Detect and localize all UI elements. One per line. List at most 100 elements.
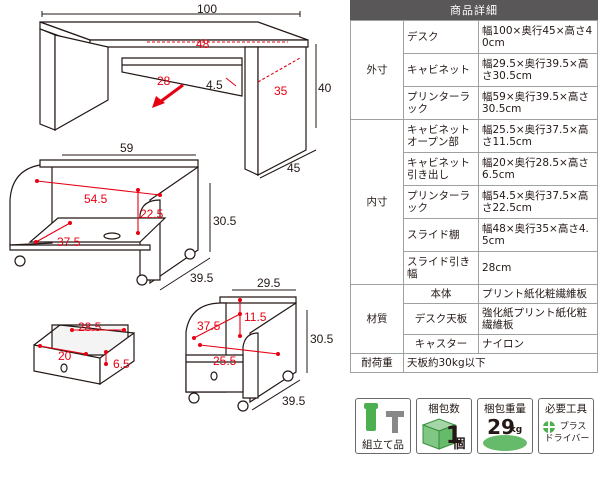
load-label: 耐荷重 <box>350 353 404 373</box>
assembly-label: 組立て品 <box>362 439 404 451</box>
rack-height-label: 30.5 <box>213 214 237 228</box>
row-item: 本体 <box>403 284 479 304</box>
load-value: 天板約30kg以下 <box>403 353 598 373</box>
row-value: 幅54.5×奥行37.5×高さ22.5cm <box>478 185 598 219</box>
desk-width-label: 100 <box>197 2 217 16</box>
table-row: デスク天板 強化紙プリント紙化粧繊維板 <box>351 303 598 335</box>
rack-top <box>39 159 199 168</box>
cabinet-inner-height-label: 11.5 <box>244 310 267 324</box>
row-item: デスク <box>403 20 479 54</box>
caster-wheel <box>237 400 249 412</box>
table-row: キャスター ナイロン <box>351 334 598 354</box>
slide-depth-label: 35 <box>274 84 288 98</box>
table-row: 材質 本体 プリント紙化粧繊維板 <box>350 284 598 354</box>
cabinet-drawer-drawing <box>33 324 135 386</box>
desk-right-leg <box>244 46 259 176</box>
row-value: 幅100×奥行45×高さ40cm <box>478 20 598 54</box>
row-value: ナイロン <box>478 334 598 354</box>
pull-direction-arrow-icon <box>152 96 165 108</box>
caster-wheel <box>136 274 148 286</box>
rack-inner-width-label: 54.5 <box>84 192 108 206</box>
desk-left-leg <box>39 28 56 131</box>
row-item: スライド引き幅 <box>403 251 479 285</box>
package-weight-badge: 梱包重量 29 kg <box>477 398 533 454</box>
table-row: 外寸 デスク 幅100×奥行45×高さ40cm <box>350 20 598 120</box>
cabinet-top <box>219 296 297 304</box>
caster-wheel <box>282 370 294 382</box>
caster-wheel <box>184 248 196 260</box>
package-weight-label: 梱包重量 <box>484 403 526 415</box>
slide-height-label: 4.5 <box>206 78 223 92</box>
package-weight-value: 29 <box>487 415 515 439</box>
rack-depth-label: 39.5 <box>190 271 214 285</box>
row-value: 幅20×奥行28.5×高さ6.5cm <box>478 152 598 186</box>
cabinet-inner-width-label: 25.5 <box>213 354 237 368</box>
assembly-badge: 組立て品 <box>355 398 411 454</box>
cable-hole <box>103 232 121 240</box>
rack-bottom <box>9 244 151 251</box>
rack-width-label: 59 <box>120 141 134 155</box>
screwdriver-icon <box>543 421 555 433</box>
drawer-pull-label: 28 <box>157 74 171 88</box>
tools-icon <box>364 403 404 433</box>
desk-right-panel <box>257 46 307 176</box>
desk-depth-label: 45 <box>287 161 301 175</box>
row-item: キャビネット <box>403 53 479 87</box>
row-value: 幅59×奥行39.5×高さ30.5cm <box>478 86 598 120</box>
caster-wheel <box>14 255 26 267</box>
spec-title: 商品詳細 <box>350 0 598 20</box>
desk-height-label: 40 <box>318 81 332 95</box>
spec-table: 商品詳細 外寸 デスク 幅100×奥行45×高さ40cm キャビネット 幅29.… <box>350 0 598 373</box>
caster-wheel <box>188 392 200 404</box>
table-row: プリンターラック 幅54.5×奥行37.5×高さ22.5cm <box>351 185 598 219</box>
group-outer: 外寸 <box>350 20 404 120</box>
rack-inner-floor <box>28 217 167 243</box>
required-tool-label: 必要工具 <box>545 403 587 415</box>
package-count-value: 1 <box>445 421 463 449</box>
row-item: キャビネットオープン部 <box>403 119 479 153</box>
cabinet-height-label: 30.5 <box>310 332 334 346</box>
row-value: 28cm <box>478 251 598 285</box>
row-item: スライド棚 <box>403 218 479 252</box>
row-value: 強化紙プリント紙化粧繊維板 <box>478 303 598 335</box>
row-item: デスク天板 <box>403 303 479 335</box>
rack-inner-height-label: 22.5 <box>140 207 164 221</box>
table-row: スライド棚 幅48×奥行35×高さ4.5cm <box>351 218 598 252</box>
drawer-handle <box>60 363 68 373</box>
cabinet-drawing <box>185 296 297 412</box>
drawer-right-side <box>99 331 135 386</box>
printer-rack-drawing <box>9 159 199 286</box>
drawer-height-label: 6.5 <box>113 357 130 371</box>
required-tool-line1: プラス <box>559 422 587 432</box>
table-row: 内寸 キャビネットオープン部 幅25.5×奥行37.5×高さ11.5cm <box>350 119 598 285</box>
package-count-badge: 梱包数 1 個 <box>416 398 472 454</box>
group-material: 材質 <box>350 284 404 354</box>
package-weight-unit: kg <box>509 425 523 435</box>
box-icon <box>421 418 457 450</box>
drawer-width-label: 20 <box>58 349 72 363</box>
drawer-depth-label: 28.5 <box>78 320 102 334</box>
required-tool-badge: 必要工具 プラス ドライバー <box>538 398 594 454</box>
row-value: 幅29.5×奥行39.5×高さ30.5cm <box>478 53 598 87</box>
table-row: プリンターラック 幅59×奥行39.5×高さ30.5cm <box>351 86 598 120</box>
cabinet-drawer-handle <box>210 371 218 381</box>
table-row: 耐荷重 天板約30kg以下 <box>350 353 598 373</box>
rack-inner-depth-label: 37.5 <box>57 235 81 249</box>
scale-icon <box>483 435 527 451</box>
cabinet-inner-depth-label: 37.5 <box>197 319 221 333</box>
cabinet-front-right <box>242 332 259 399</box>
row-item: プリンターラック <box>403 185 479 219</box>
package-count-unit: 個 <box>452 437 466 452</box>
row-value: 幅25.5×奥行37.5×高さ11.5cm <box>478 119 598 153</box>
package-count-label: 梱包数 <box>428 403 460 415</box>
table-row: キャビネット引き出し 幅20×奥行28.5×高さ6.5cm <box>351 152 598 186</box>
table-row: スライド引き幅 28cm <box>351 251 598 285</box>
desk-slide-drawer <box>121 57 243 97</box>
desk-left-panel <box>54 34 109 132</box>
row-item: キャスター <box>403 334 479 354</box>
group-inner: 内寸 <box>350 119 404 285</box>
row-value: 幅48×奥行35×高さ4.5cm <box>478 218 598 252</box>
row-value: プリント紙化粧繊維板 <box>478 284 598 304</box>
slide-width-label: 48 <box>196 37 210 51</box>
